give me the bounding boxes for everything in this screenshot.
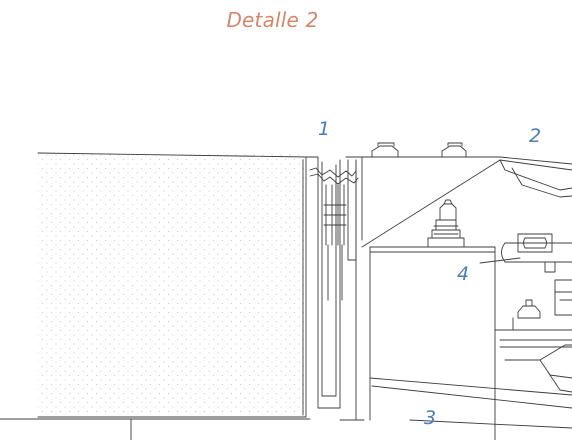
bolted-connection — [371, 142, 572, 331]
callout-4: 4 — [457, 263, 470, 285]
callout-4-leader — [479, 257, 521, 264]
callout-2: 2 — [529, 125, 542, 147]
steel-support-frame — [361, 156, 572, 440]
insulated-wall-panel — [0, 152, 311, 440]
callout-1: 1 — [318, 118, 331, 140]
callout-3: 3 — [424, 407, 437, 429]
detail-title: Detalle 2 — [226, 8, 319, 32]
expansion-joint-profile — [305, 156, 365, 421]
